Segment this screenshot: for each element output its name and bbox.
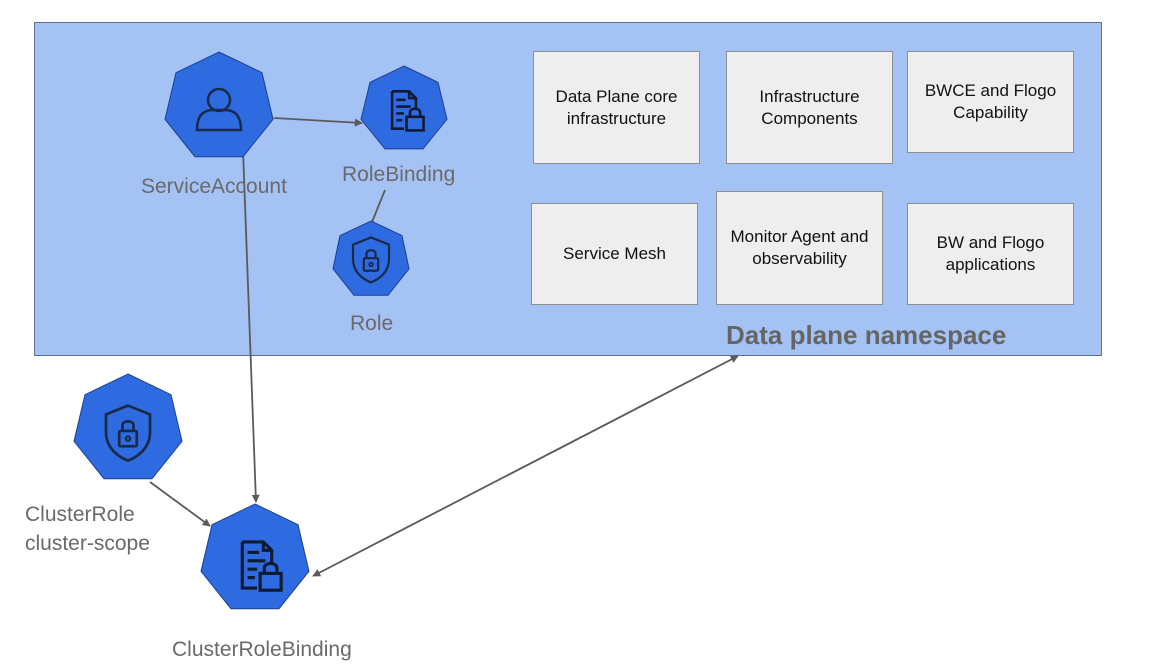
- cluster-role-binding-node: [200, 503, 310, 610]
- service-account-label: ServiceAccount: [141, 175, 287, 198]
- role-label: Role: [350, 312, 394, 335]
- role-binding-node: [360, 65, 448, 150]
- namespace-title: Data plane namespace: [726, 320, 1007, 350]
- component-bwce-flogo-capability: BWCE and Flogo Capability: [907, 51, 1074, 153]
- role-binding-label: RoleBinding: [342, 163, 456, 186]
- cluster-role-binding-label: ClusterRoleBinding: [172, 638, 352, 661]
- edge-role-to-rolebinding: [371, 189, 386, 223]
- component-monitor-agent: Monitor Agent and observability: [716, 191, 883, 305]
- role-node: [332, 220, 410, 296]
- cluster-role-node: [73, 373, 183, 480]
- edge-serviceaccount-to-rolebinding: [273, 117, 363, 127]
- component-service-mesh: Service Mesh: [531, 203, 698, 305]
- edge-serviceaccount-to-clusterrolebinding: [242, 149, 260, 503]
- edge-clusterrolebinding-to-namespace: [312, 355, 739, 577]
- component-infrastructure: Infrastructure Components: [726, 51, 893, 164]
- service-account-node: [164, 51, 274, 158]
- component-bw-flogo-applications: BW and Flogo applications: [907, 203, 1074, 305]
- cluster-role-label: ClusterRole cluster-scope: [25, 503, 150, 555]
- component-data-plane-core: Data Plane core infrastructure: [533, 51, 700, 164]
- edge-clusterrole-to-clusterrolebinding: [149, 481, 211, 527]
